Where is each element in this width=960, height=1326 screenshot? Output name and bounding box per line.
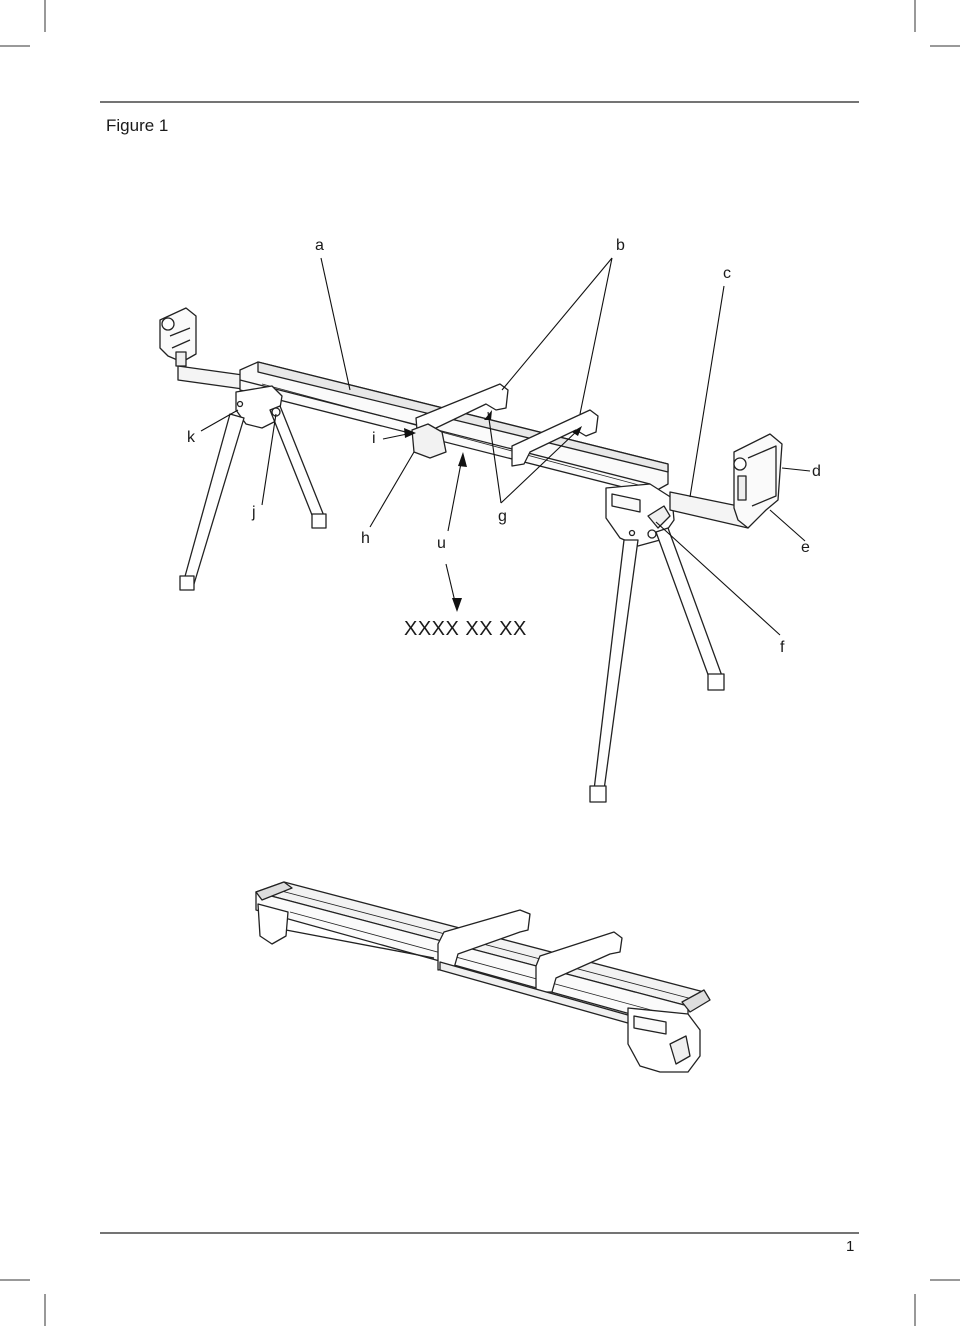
- callout-i: i: [372, 430, 376, 447]
- callout-f: f: [780, 639, 785, 656]
- callout-a: a: [315, 237, 324, 254]
- callout-k: k: [187, 429, 195, 446]
- figure-title: Figure 1: [106, 116, 169, 135]
- callout-e: e: [801, 539, 810, 556]
- callout-d: d: [812, 463, 821, 480]
- stand-unfolded-illustration: [159, 307, 783, 803]
- callout-g: g: [498, 508, 507, 525]
- arrowheads: [404, 410, 582, 612]
- page-number: 1: [846, 1238, 855, 1255]
- callout-c: c: [723, 265, 731, 282]
- date-code: XXXX XX XX: [404, 618, 527, 640]
- callout-b: b: [616, 237, 625, 254]
- callout-j: j: [252, 504, 256, 521]
- callout-h: h: [361, 530, 370, 547]
- stand-folded-illustration: [255, 881, 711, 1073]
- callout-u: u: [437, 535, 446, 552]
